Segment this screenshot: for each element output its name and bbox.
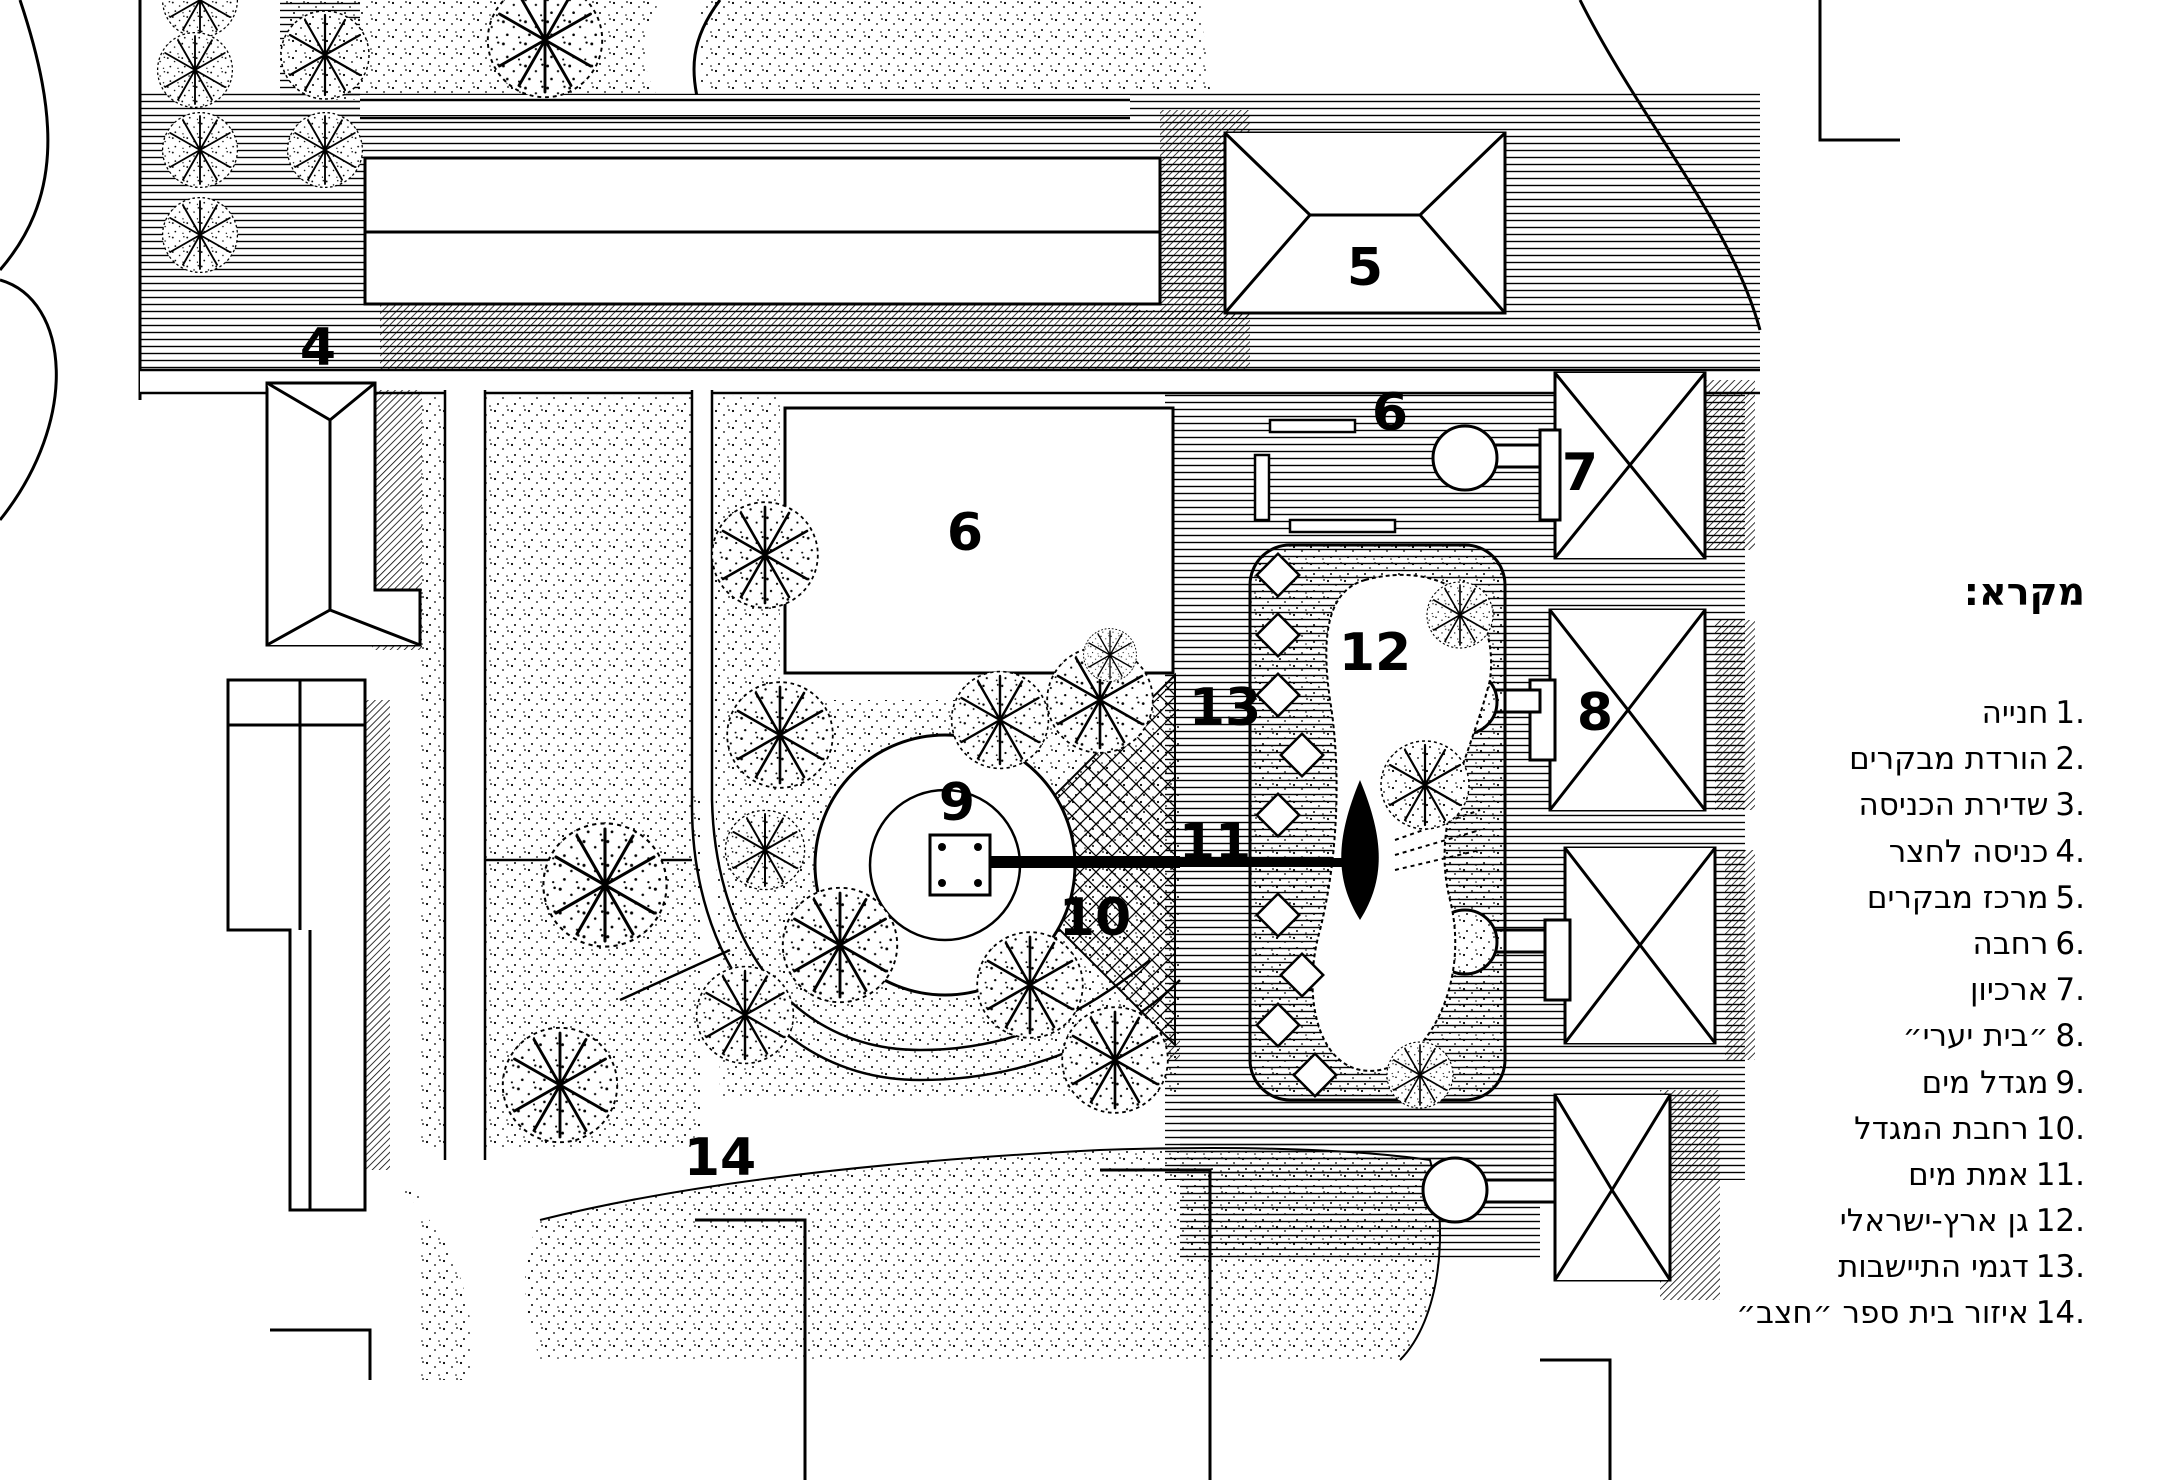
water-tower	[928, 833, 992, 897]
visitor-center-building	[1223, 131, 1507, 315]
legend-item: 12.גן ארץ-ישראלי	[1839, 1203, 2085, 1240]
label-6-plaza: 6	[947, 503, 983, 563]
legend-item: 2.הורדת מבקרים	[1849, 741, 2085, 778]
legend-list: 1.חנייה 2.הורדת מבקרים 3.שדירת הכניסה 4.…	[1690, 690, 2085, 1337]
label-13: 13	[1189, 678, 1261, 738]
water-channel	[990, 856, 1180, 868]
legend-item: 11.אמת מים	[1908, 1156, 2085, 1193]
settlement-models	[1255, 552, 1338, 1098]
legend-item: 9.מגדל מים	[1921, 1064, 2085, 1101]
benches	[1253, 418, 1397, 534]
label-7: 7	[1562, 443, 1598, 503]
legend-item: 1.חנייה	[1981, 695, 2085, 731]
legend-item: 14.איזור בית ספר ״חצב״	[1736, 1295, 2085, 1332]
legend-title: מקרא:	[1963, 570, 2085, 614]
legend-item: 6.רחבה	[1972, 925, 2085, 962]
label-6-bench: 6	[1372, 383, 1408, 443]
legend-item: 3.שדירת הכניסה	[1858, 787, 2085, 824]
paths	[140, 95, 1760, 1160]
label-12: 12	[1339, 623, 1411, 683]
label-8: 8	[1577, 683, 1613, 743]
label-10: 10	[1059, 888, 1131, 948]
legend-item: 8.״בית יערי״	[1902, 1018, 2085, 1055]
israeli-garden	[1248, 543, 1507, 1102]
beit-yaari-building	[1528, 608, 1707, 812]
legend-item: 10.רחבת המגדל	[1854, 1110, 2085, 1147]
label-14: 14	[684, 1128, 756, 1188]
legend-item: 4.כניסה לחצר	[1888, 833, 2085, 870]
legend-item: 13.דגמי התיישבות	[1837, 1249, 2085, 1286]
label-11: 11	[1179, 813, 1251, 873]
label-5: 5	[1347, 238, 1383, 298]
map-labels: 4 5 6 6 7 8 9 10 11 12 13 14	[300, 238, 1613, 1188]
buildings	[226, 131, 1717, 1480]
legend-item: 5.מרכז מבקרים	[1866, 879, 2085, 916]
label-9: 9	[939, 773, 975, 833]
label-4: 4	[300, 318, 336, 378]
courtyard-entrance-building	[265, 381, 422, 647]
archive-building	[1538, 371, 1707, 560]
legend-item: 7.ארכיון	[1969, 972, 2085, 1009]
